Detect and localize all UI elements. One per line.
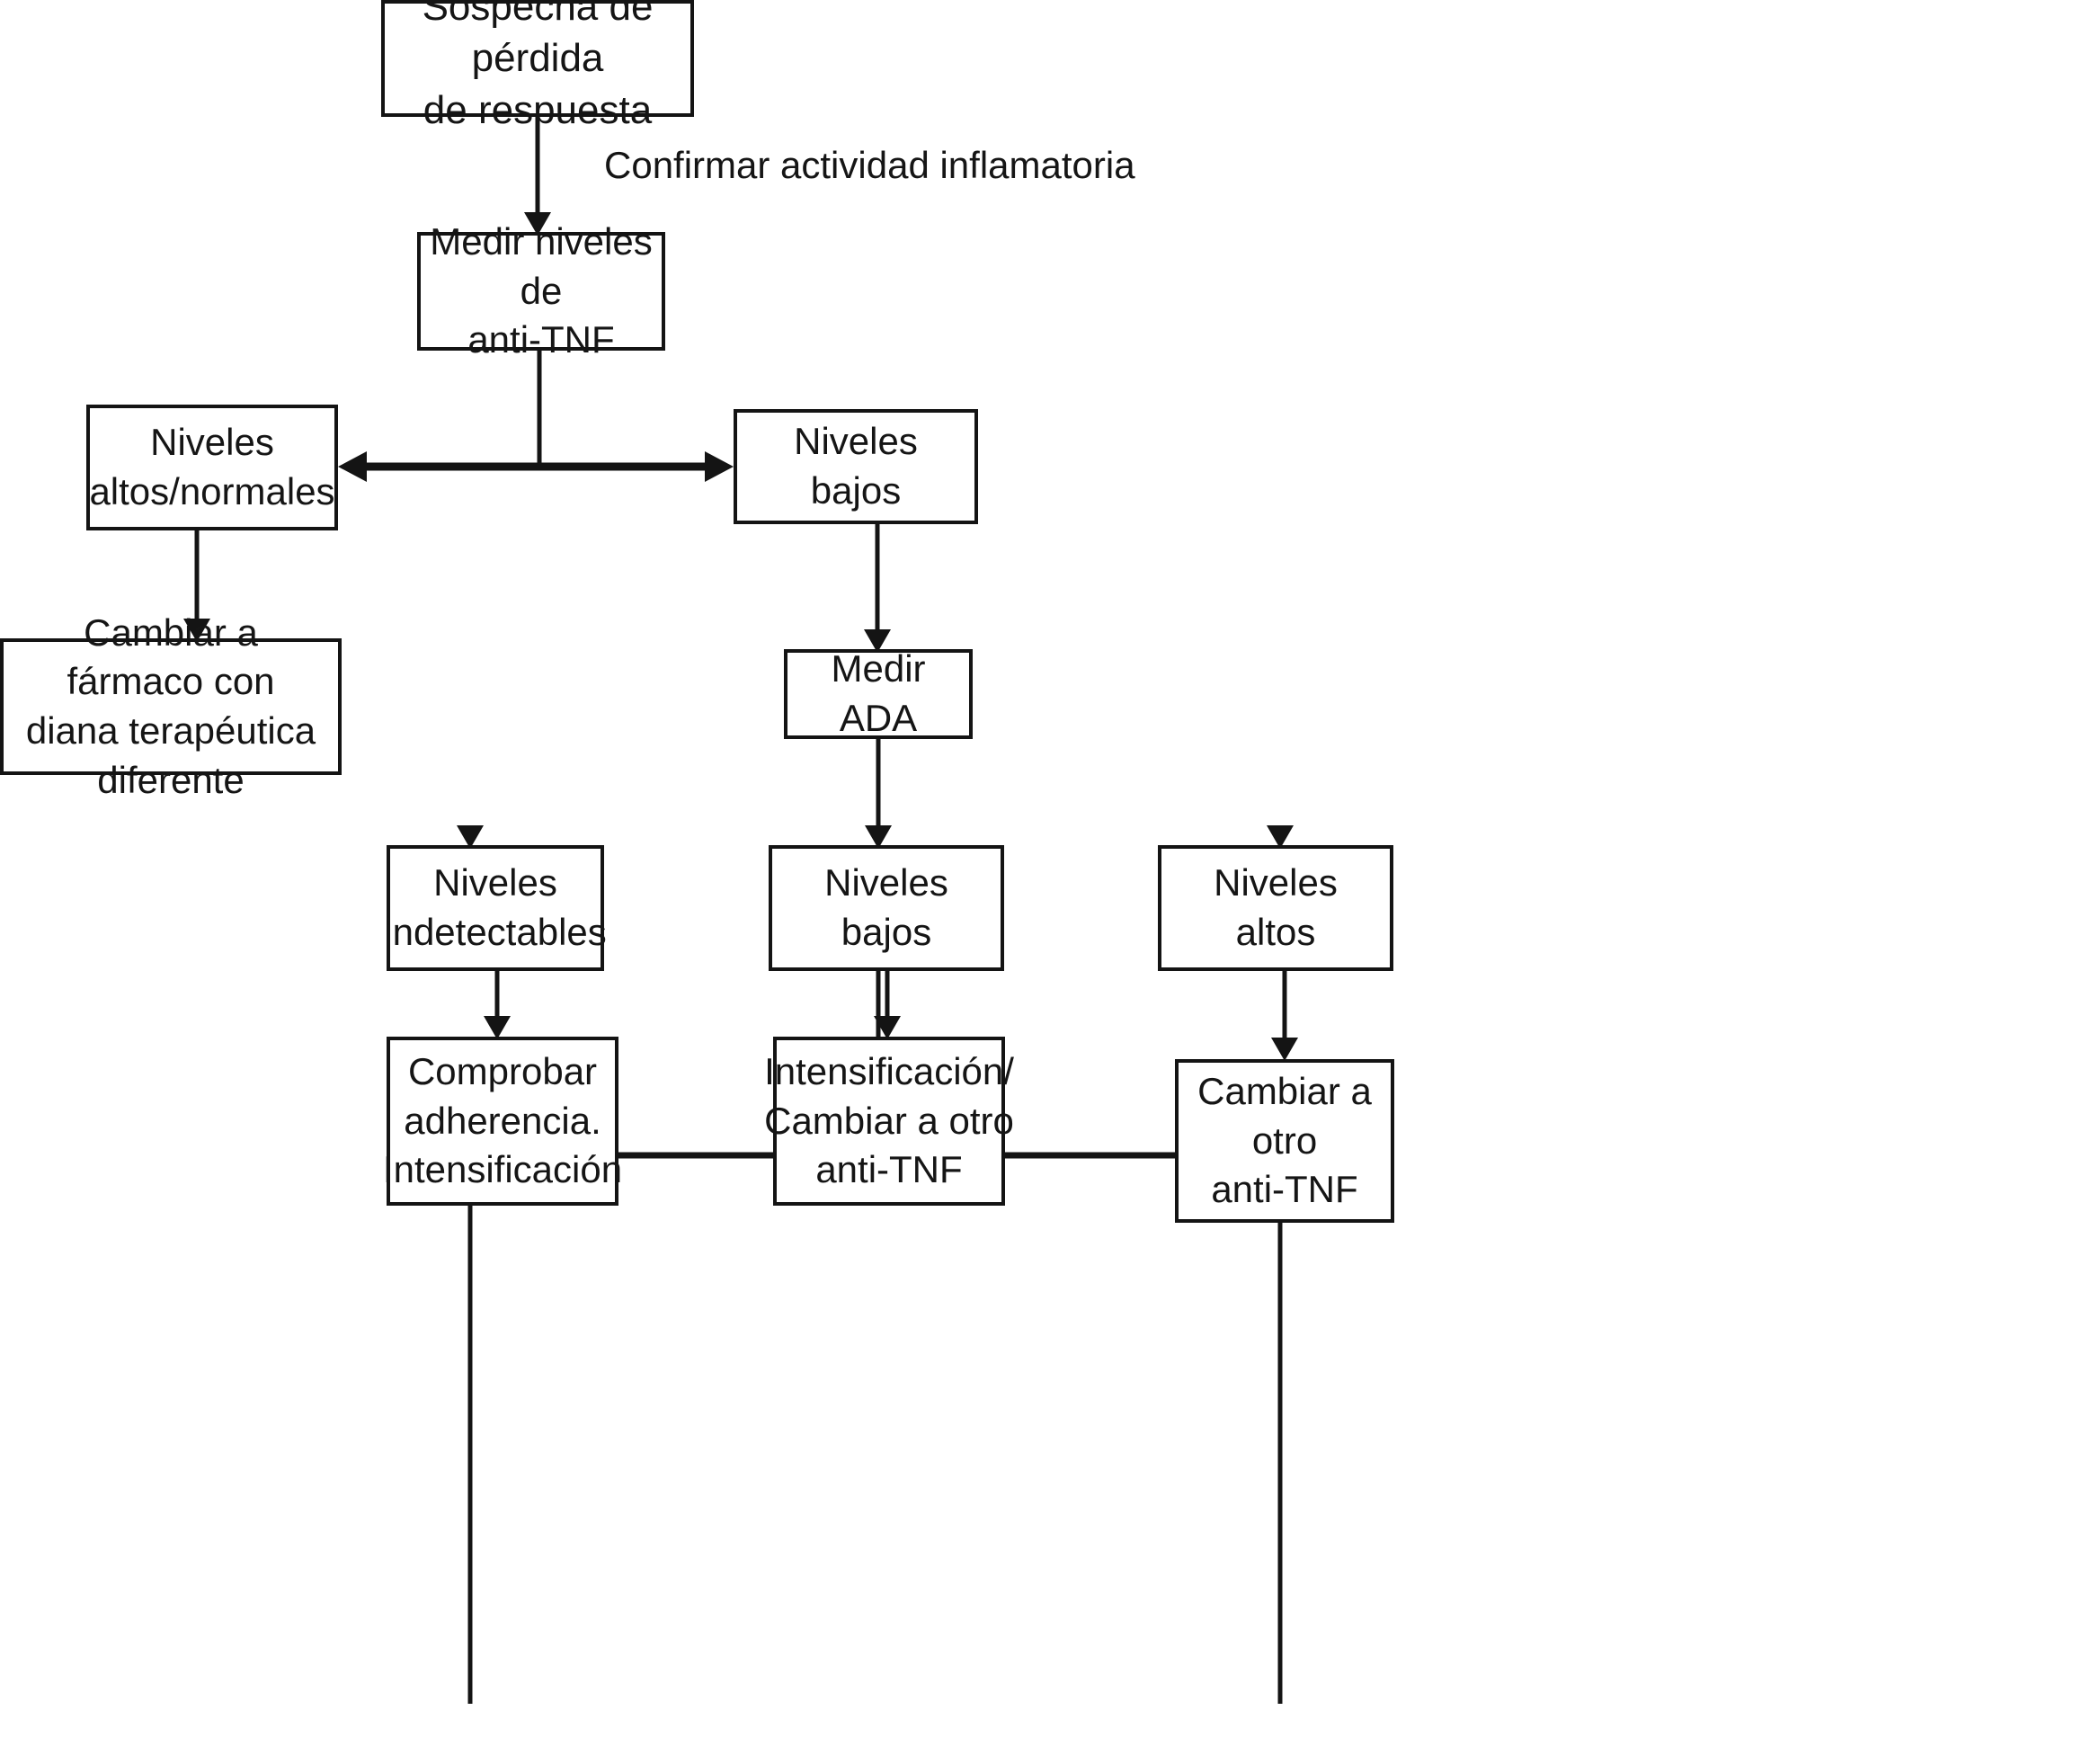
node-niveles-altos-ada[interactable]: Niveles altos [1158, 845, 1393, 971]
node-niveles-bajos-ada[interactable]: Niveles bajos [769, 845, 1004, 971]
node-sospecha-perdida-respuesta[interactable]: Sospecha de pérdida de respuesta [381, 0, 694, 132]
node-medir-niveles-antitnf[interactable]: Medir niveles de anti-TNF [417, 220, 665, 361]
node-medir-ada[interactable]: Medir ADA [784, 647, 973, 739]
arrowhead-niveles-bajos-1 [705, 451, 734, 482]
node-cambiar-otro-antitnf[interactable]: Cambiar a otro anti-TNF [1175, 1059, 1394, 1223]
node-intensificacion-cambiar-otro-antitnf[interactable]: Intensificación/ Cambiar a otro anti-TNF [764, 1037, 1014, 1206]
arrowhead-cambiar-otro-antitnf [1271, 1038, 1298, 1061]
edge-label-confirmar-actividad-inflamatoria: Confirmar actividad inflamatoria [604, 144, 1135, 186]
node-comprobar-adherencia-intensificacion[interactable]: Comprobar adherencia. Intensificación [383, 1037, 622, 1206]
node-niveles-bajos-antitnf[interactable]: Niveles bajos [734, 409, 978, 524]
node-niveles-indetectables[interactable]: Niveles indetectables [384, 845, 607, 971]
node-cambiar-farmaco-diana-diferente[interactable]: Cambiar a fármaco con diana terapéutica … [0, 611, 342, 801]
node-niveles-altos-normales[interactable]: Niveles altos/normales [86, 405, 338, 530]
arrowhead-niveles-altos-normales [338, 451, 367, 482]
